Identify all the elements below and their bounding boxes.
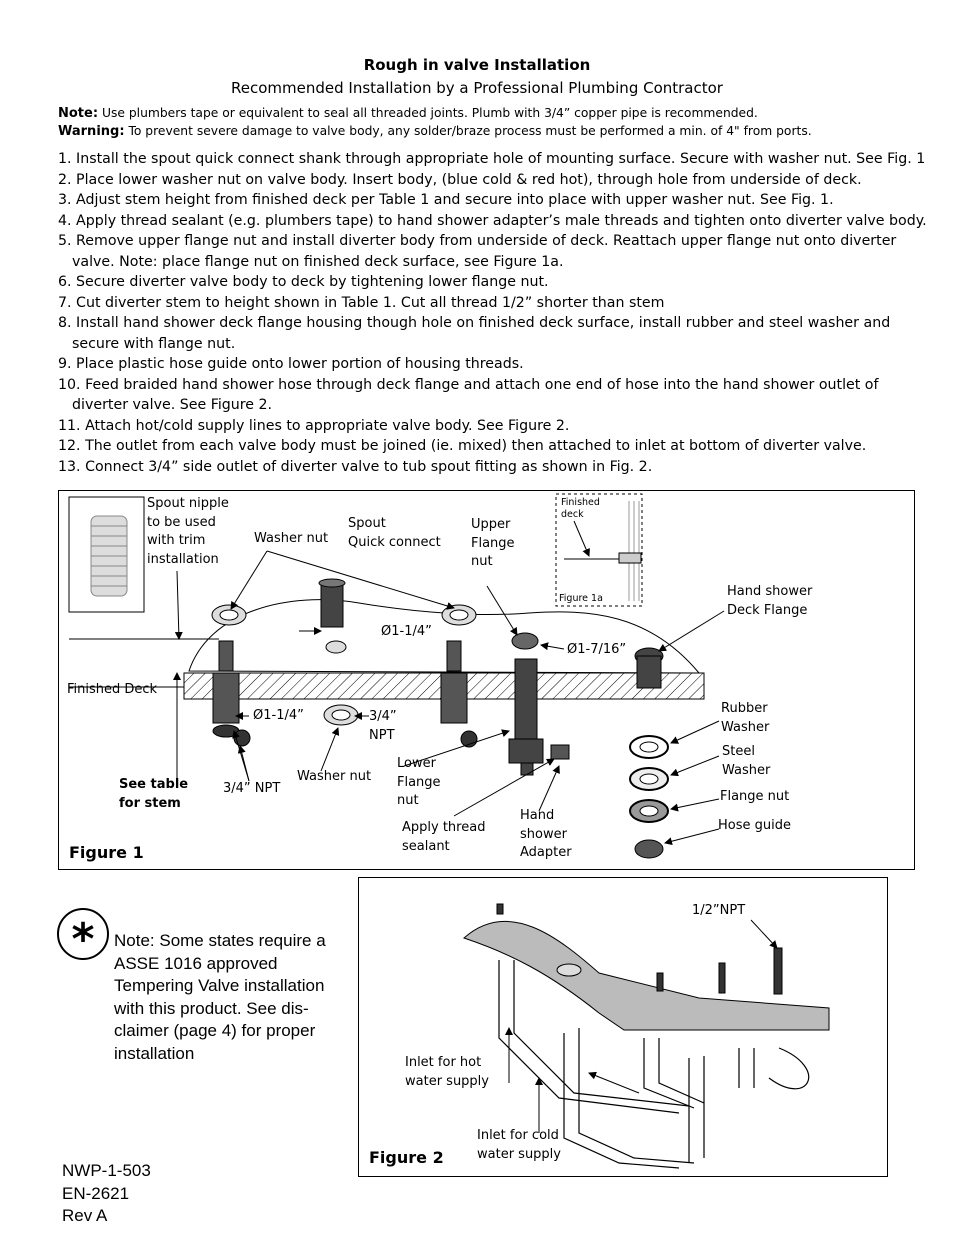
step-item: 7. Cut diverter stem to height shown in … [58, 294, 665, 311]
spout-nipple-box [68, 496, 145, 613]
label-spout-nipple: Spout nipple to be used with trim instal… [147, 496, 229, 567]
label-finished-deck: Finished Deck [67, 682, 158, 697]
tempering-valve-note: Note: Some states require a ASSE 1016 ap… [114, 931, 326, 1063]
label-see-table: See table for stem [119, 777, 189, 811]
figure-2-leader-lines [505, 919, 778, 1133]
label-inlet-cold: Inlet for cold water supply [477, 1128, 561, 1162]
valve-body-icon [212, 640, 251, 747]
step-item: 8. Install hand shower deck flange housi… [58, 315, 891, 352]
label-washer-nut-top: Washer nut [254, 531, 329, 546]
step-item: 9. Place plastic hose guide onto lower p… [58, 356, 524, 372]
label-dia-valve: Ø1-1/4” [253, 708, 304, 723]
doc-number: NWP-1-503 [62, 1161, 151, 1180]
hose-guide-icon [634, 839, 664, 859]
step-item: 6. Secure diverter valve body to deck by… [58, 274, 549, 290]
step-item: 5. Remove upper flange nut and install d… [58, 233, 897, 270]
hand-shower-adapter-icon [550, 744, 570, 760]
label-figure-1a: Figure 1a [559, 593, 603, 604]
label-apply-thread-sealant: Apply thread sealant [402, 820, 486, 854]
note-text: Use plumbers tape or equivalent to seal … [101, 106, 758, 120]
valve-stems [496, 903, 783, 995]
label-dia-spout: Ø1-1/4” [381, 624, 432, 639]
figure-1-drawing [68, 493, 725, 859]
eng-number: EN-2621 [62, 1183, 130, 1203]
figure-1-title: Figure 1 [69, 843, 144, 862]
warning-label: Warning: [58, 124, 125, 139]
label-spout-quick-connect: Spout Quick connect [348, 516, 441, 550]
warning-line: Warning: To prevent severe damage to val… [58, 124, 812, 139]
figure-1-leader-lines [173, 550, 725, 846]
note-line: Note: Use plumbers tape or equivalent to… [58, 106, 758, 121]
installation-steps: 1. Install the spout quick connect shank… [58, 149, 927, 477]
label-steel-washer: Steel Washer [722, 744, 771, 778]
label-flange-nut: Flange nut [720, 789, 790, 804]
step-item: 4. Apply thread sealant (e.g. plumbers t… [58, 212, 927, 229]
step-item: 11. Attach hot/cold supply lines to appr… [58, 417, 570, 434]
valve-body-icon [440, 640, 478, 748]
figure-2-title: Figure 2 [369, 1148, 444, 1167]
step-item: 2. Place lower washer nut on valve body.… [58, 171, 862, 188]
document-id-block: NWP-1-503 EN-2621 Rev A [62, 1160, 151, 1228]
page-subtitle: Recommended Installation by a Profession… [231, 79, 723, 97]
label-hand-shower-deck-flange: Hand shower Deck Flange [727, 584, 813, 618]
note-label: Note: [58, 106, 99, 121]
diverter-valve-icon [508, 632, 544, 776]
label-npt-center: 3/4” NPT [369, 709, 397, 743]
step-item: 1. Install the spout quick connect shank… [58, 151, 926, 167]
label-finished-deck-small: Finished deck [561, 497, 600, 520]
label-hand-shower-adapter: Hand shower Adapter [520, 808, 572, 860]
page-title: Rough in valve Installation [363, 56, 591, 74]
figure-1: Spout nipple to be used with trim instal… [58, 490, 915, 870]
spout-connector-icon [556, 963, 582, 977]
label-npt-left: 3/4” NPT [223, 781, 281, 796]
revision: Rev A [62, 1206, 108, 1225]
label-lower-flange-nut: Lower Flange nut [397, 756, 441, 808]
label-hose-guide: Hose guide [718, 818, 791, 833]
step-item: 3. Adjust stem height from finished deck… [58, 192, 834, 208]
label-rubber-washer: Rubber Washer [721, 701, 770, 735]
spout-quick-connect-icon [318, 578, 347, 654]
label-inlet-hot: Inlet for hot water supply [405, 1055, 489, 1089]
label-dia-flange: Ø1-7/16” [567, 642, 627, 657]
step-item: 13. Connect 3/4” side outlet of diverter… [58, 458, 653, 475]
figure-2-drawing [463, 903, 830, 1169]
label-npt-half: 1/2”NPT [692, 903, 746, 918]
spout-nipple-icon [90, 515, 128, 597]
label-upper-flange-nut: Upper Flange nut [471, 517, 515, 569]
step-item: 12. The outlet from each valve body must… [58, 438, 867, 454]
warning-text: To prevent severe damage to valve body, … [128, 124, 812, 138]
label-washer-nut-bottom: Washer nut [297, 769, 372, 784]
step-item: 10. Feed braided hand shower hose throug… [58, 376, 879, 414]
hand-shower-deck-flange-icon [634, 647, 664, 689]
deck-outline [463, 920, 830, 1031]
asterisk-icon: * [57, 908, 109, 965]
figure-1a-detail-icon [564, 501, 642, 601]
figure-2: 1/2”NPT Inlet for hot water supply Inlet… [358, 877, 888, 1177]
figure-1a-box [555, 493, 643, 607]
supply-piping [498, 960, 810, 1169]
